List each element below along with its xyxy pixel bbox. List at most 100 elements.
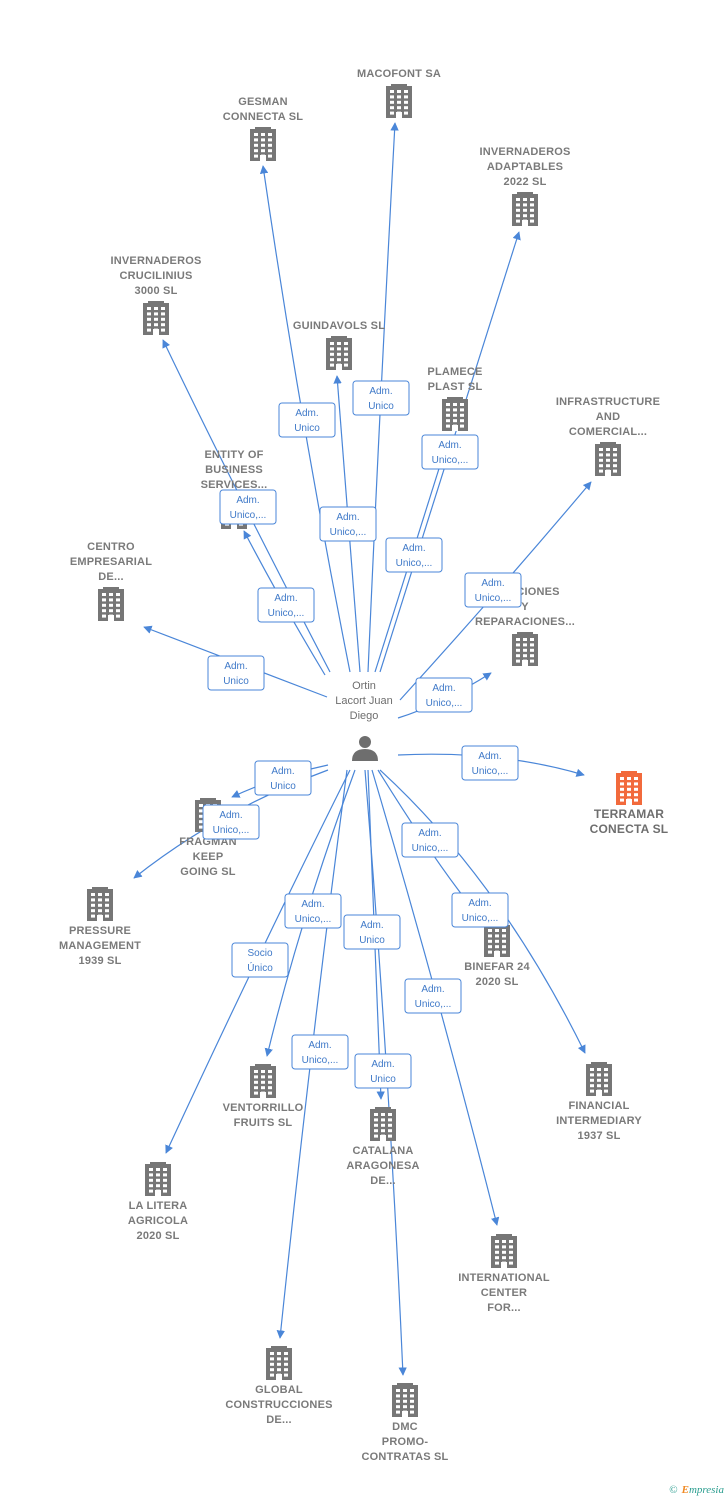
edge-label-line: Unico [368,401,394,412]
edge-label-line: Adm. [301,899,324,910]
edge-label-international[interactable]: Adm.Unico,... [404,978,462,1014]
edge-label-global[interactable]: Adm.Unico,... [291,1034,349,1070]
company-label-line: VENTORRILLO [223,1102,304,1114]
edge-label-line: Unico,... [432,455,469,466]
edge-label-terramar[interactable]: Adm.Unico,... [461,745,519,781]
edge-label-guindavols[interactable]: Adm. Unico,... [319,506,377,542]
edge-label-construcciones[interactable]: Adm. Unico,... [415,677,473,713]
edge-label-line: Adm. [438,440,461,451]
company-node-infrastructure[interactable]: INFRASTRUCTUREANDCOMERCIAL... [556,396,660,476]
company-label-line: 2020 SL [137,1230,180,1242]
company-label-line: BUSINESS [205,464,263,476]
edge-label-line: Adm. [271,766,294,777]
company-label-line: CONTRATAS SL [362,1451,449,1463]
person-icon [352,736,378,761]
edge-label-line: Unico [370,1074,396,1085]
edge-label-line: Unico,... [472,766,509,777]
edge-label-dmc[interactable]: Adm. Unico [354,1053,412,1089]
company-label-line: INTERMEDIARY [556,1115,642,1127]
edge-label-plamece[interactable]: Adm. Unico,... [385,537,443,573]
copyright-notice: ©Empresia [669,1484,724,1496]
company-label-line: DE... [266,1414,291,1426]
building-icon [512,192,538,226]
edge-label-line: Adm. [468,898,491,909]
edge-label-line: Unico,... [426,698,463,709]
building-icon [98,587,124,621]
edge-label-line: Adm. [360,920,383,931]
company-node-centro[interactable]: CENTROEMPRESARIALDE... [70,541,152,621]
company-label-line: FRUITS SL [234,1117,293,1129]
company-label-line: FINANCIAL [568,1100,629,1112]
edge-label-inv-crucilinius[interactable]: Adm.Unico,... [219,489,277,525]
company-label-line: CONECTA SL [590,822,669,836]
edge-label-line: Unico,... [268,608,305,619]
company-node-international[interactable]: INTERNATIONALCENTERFOR... [458,1234,550,1314]
edge-label-entity[interactable]: Adm.Unico,... [257,587,315,623]
edge-label-ventorrillo[interactable]: Adm.Unico,... [284,893,342,929]
edge-label-financial[interactable]: Adm.Unico,... [451,892,509,928]
building-icon [616,771,642,805]
edge-label-line: Unico [294,423,320,434]
company-label-line: PLAMECE [427,366,482,378]
edge-label-line: Unico,... [412,843,449,854]
edge-label-line: Unico,... [396,558,433,569]
building-icon [484,923,510,957]
building-icon [512,632,538,666]
edge-label-fragman[interactable]: Adm.Unico [254,760,312,796]
company-label-line: GESMAN [238,96,287,108]
company-label-line: CATALANA [352,1145,413,1157]
edge-label-line: Adm. [432,683,455,694]
edge-label-line: Unico,... [475,593,512,604]
company-node-macofont[interactable]: MACOFONT SA [357,68,441,118]
company-label-line: CONSTRUCCIONES [225,1399,332,1411]
edge-label-macofont[interactable]: Adm.Unico [352,380,410,416]
edge-label-line: Unico,... [330,527,367,538]
building-icon [250,1064,276,1098]
company-label-line: INTERNATIONAL [458,1272,550,1284]
edge-label-line: Unico [359,935,385,946]
edge-label-line: Socio [247,948,272,959]
company-label-line: GLOBAL [255,1384,303,1396]
company-node-guindavols[interactable]: GUINDAVOLS SL [293,320,385,370]
copyright-symbol: © [669,1484,678,1496]
edge-label-line: Adm. [371,1059,394,1070]
edge-label-line: Adm. [402,543,425,554]
edge-label-line: Unico,... [302,1055,339,1066]
company-label-line: 1937 SL [578,1130,621,1142]
edge-label-line: Adm. [295,408,318,419]
company-node-financial[interactable]: FINANCIAL INTERMEDIARY 1937 SL [556,1062,642,1142]
edge-label-line: Adm. [236,495,259,506]
company-label-line: Y [521,601,529,613]
edge-labels-layer: Adm.UnicoAdm.UnicoAdm.Unico,...Adm.Unico… [202,380,522,1089]
company-node-catalana[interactable]: CATALANAARAGONESADE... [346,1107,419,1187]
edge-label-binefar[interactable]: Adm.Unico,... [401,822,459,858]
company-label-line: ENTITY OF [204,449,263,461]
edge-label-infrastructure[interactable]: Adm.Unico,... [464,572,522,608]
company-label-line: GOING SL [180,866,235,878]
edge-label-gesman[interactable]: Adm. Unico [278,402,336,438]
company-label-line: MACOFONT SA [357,68,441,80]
edge-label-centro[interactable]: Adm.Unico [207,655,265,691]
building-icon [392,1383,418,1417]
company-label-line: LA LITERA [129,1200,188,1212]
company-node-ventorrillo[interactable]: VENTORRILLO FRUITS SL [223,1064,304,1129]
edge-label-pressure[interactable]: Adm.Unico,... [202,804,260,840]
edge-label-catalana[interactable]: Adm. Unico [343,914,401,950]
company-label-line: 1939 SL [79,955,122,967]
edge-label-line: Adm. [336,512,359,523]
edge-label-inv-adaptables[interactable]: Adm. Unico,... [421,434,479,470]
building-icon [442,397,468,431]
company-node-global[interactable]: GLOBAL CONSTRUCCIONES DE... [225,1346,332,1426]
